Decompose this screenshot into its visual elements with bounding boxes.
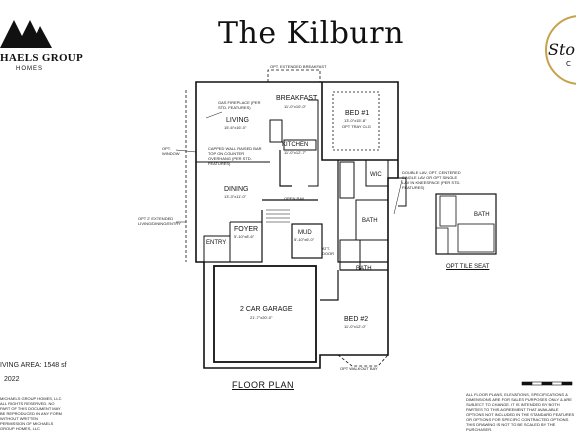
note-opt-extended-living: OPT 2' EXTENDED LIVING/DINING/ENTRY — [138, 216, 181, 226]
room-label-foyer: FOYER — [234, 226, 259, 233]
floor-plan-label: FLOOR PLAN — [232, 380, 295, 390]
room-label-bath-1: BATH — [362, 218, 378, 224]
room-label-breakfast: BREAKFAST — [276, 95, 318, 102]
room-dims-breakfast: 11'-0"x10'-0" — [284, 104, 307, 109]
room-dims-foyer: 5'-10"x8'-6" — [234, 234, 255, 239]
option-detail-label: OPT TILE SEAT — [446, 264, 490, 270]
builder-logo-text: HAELS GROUP — [0, 52, 84, 64]
note-opt-tray: OPT TRAY CLG — [342, 124, 371, 129]
room-label-kitchen: KITCHEN — [282, 142, 309, 148]
note-gas-fireplace: GAS FIREPLACE (PER STD. FEATURES) — [218, 100, 261, 110]
option-bath-label: BATH — [474, 212, 490, 218]
room-dims-garage: 21'-7"x20'-0" — [250, 315, 273, 320]
room-label-dining: DINING — [224, 186, 249, 193]
room-dims-bed1: 13'-0"x15'-8" — [344, 118, 367, 123]
note-capped-wall: CAPPED WALL RAISED BAR TOP ON COUNTER OV… — [208, 146, 262, 166]
year-text: 2022 — [4, 376, 20, 383]
room-dims-dining: 13'-3"x11'-0" — [224, 194, 247, 199]
room-dims-bed2: 11'-0"x12'-0" — [344, 324, 367, 329]
room-label-bed1: BED #1 — [345, 110, 370, 117]
builder-logo-subtext: HOMES — [16, 66, 44, 72]
room-label-garage: 2 CAR GARAGE — [240, 306, 293, 313]
room-label-living: LIVING — [226, 117, 249, 124]
living-area-text: IVING AREA: 1548 sf — [0, 362, 67, 369]
note-double-lav: DOUBLE LAV, OPT. CENTERED SINGLE LAV OR … — [402, 170, 461, 190]
collection-badge-ring — [545, 15, 576, 85]
note-opt-extended-breakfast: OPT. EXTENDED BREAKFAST — [270, 64, 327, 69]
room-label-entry: ENTRY — [206, 240, 227, 246]
collection-badge-letter: C — [566, 60, 571, 68]
room-label-mud: MUD — [298, 230, 312, 236]
room-label-bed2: BED #2 — [344, 316, 369, 323]
note-open-rail: OPEN RAIL — [284, 196, 306, 201]
builder-logo-mark — [0, 20, 52, 48]
room-dims-living: 15'-6"x16'-0" — [224, 125, 247, 130]
collection-badge-script: Sto — [548, 40, 576, 59]
room-dims-kitchen: 11'-0"x12'-7" — [284, 150, 307, 155]
room-dims-mud: 5'-10"x6'-0" — [294, 237, 315, 242]
note-opt-walkout: OPT WALKOUT BAY — [340, 366, 378, 371]
room-label-wic: WIC — [370, 172, 382, 178]
copyright-text: MICHAELS GROUP HOMES, LLC ALL RIGHTS RES… — [0, 396, 62, 431]
note-opt-window: OPT. WINDOW — [162, 146, 180, 156]
scale-bar — [521, 381, 573, 386]
note-att-door: ATT. DOOR — [322, 246, 334, 256]
disclaimer-text: ALL FLOOR PLANS, ELEVATIONS, SPECIFICATI… — [466, 392, 575, 432]
room-label-bath-2: BATH — [356, 266, 372, 272]
page-title: The Kilburn — [218, 16, 404, 51]
